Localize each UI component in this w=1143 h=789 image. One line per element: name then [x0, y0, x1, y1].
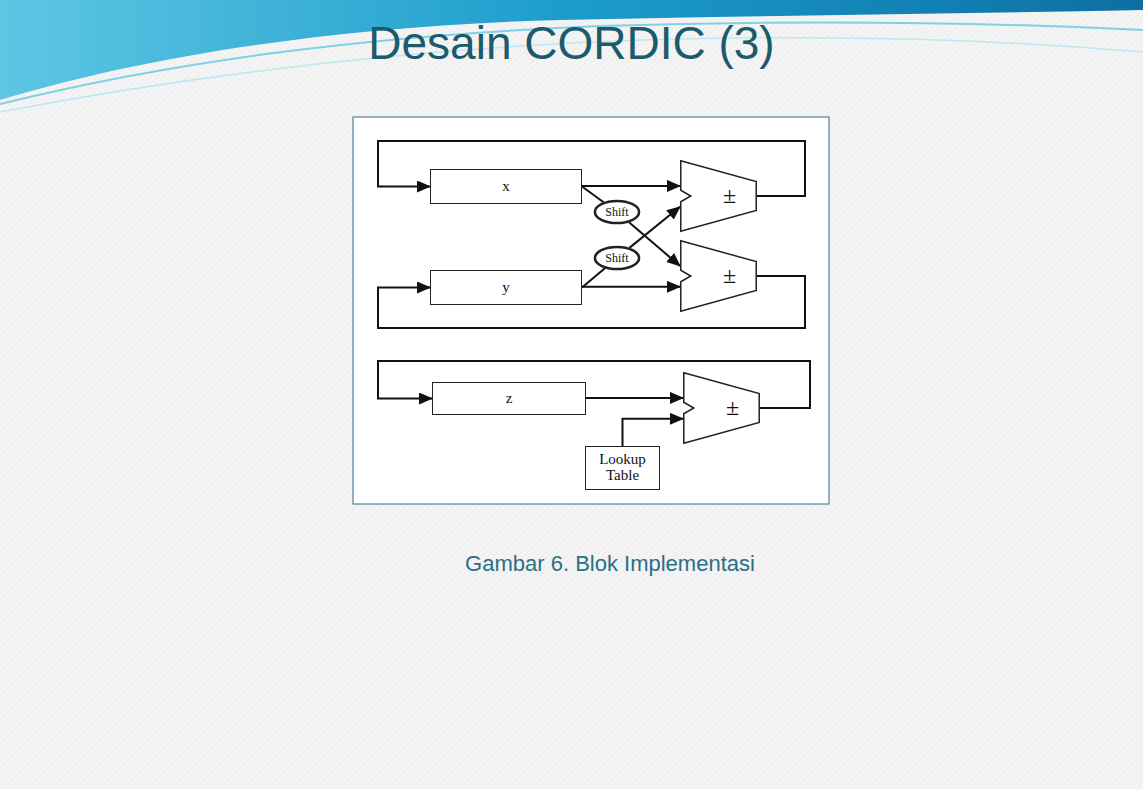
lookup-table-box: Lookup Table: [585, 446, 660, 490]
adder-outline: [681, 241, 756, 312]
node-label: ±: [723, 263, 736, 288]
adder-symbol: ±: [680, 160, 757, 232]
shift-circle: Shift: [594, 200, 640, 224]
adder-outline: [683, 372, 760, 444]
adder-outline: [680, 240, 757, 312]
signal-wire: [582, 187, 604, 203]
circle-outline: [595, 247, 639, 269]
diagram-frame: [353, 117, 829, 504]
register-box: y: [430, 270, 582, 305]
adder-outline: [684, 373, 759, 444]
circle-outline: [595, 201, 639, 223]
node-label: y: [502, 280, 510, 296]
adder-outline: [680, 160, 757, 232]
node-label: ±: [723, 183, 736, 208]
node-label: Lookup Table: [590, 452, 655, 484]
node-label: Shift: [605, 252, 628, 265]
adder-symbol: ±: [680, 240, 757, 312]
adder-symbol: ±: [683, 372, 760, 444]
register-box: x: [430, 169, 582, 204]
adder-outline: [681, 161, 756, 232]
slide-title: Desain CORDIC (3): [0, 16, 1143, 70]
node-label: Shift: [605, 206, 628, 219]
signal-wire: [582, 268, 605, 287]
node-label: x: [502, 179, 510, 195]
node-label: ±: [726, 395, 739, 420]
shift-circle: Shift: [594, 246, 640, 270]
signal-wire: [586, 397, 683, 399]
register-box: z: [432, 382, 586, 415]
node-label: z: [506, 391, 513, 407]
signal-wire: [582, 286, 680, 288]
signal-wire: [623, 419, 684, 446]
figure-caption: Gambar 6. Blok Implementasi: [300, 551, 920, 577]
signal-wire: [582, 185, 680, 187]
